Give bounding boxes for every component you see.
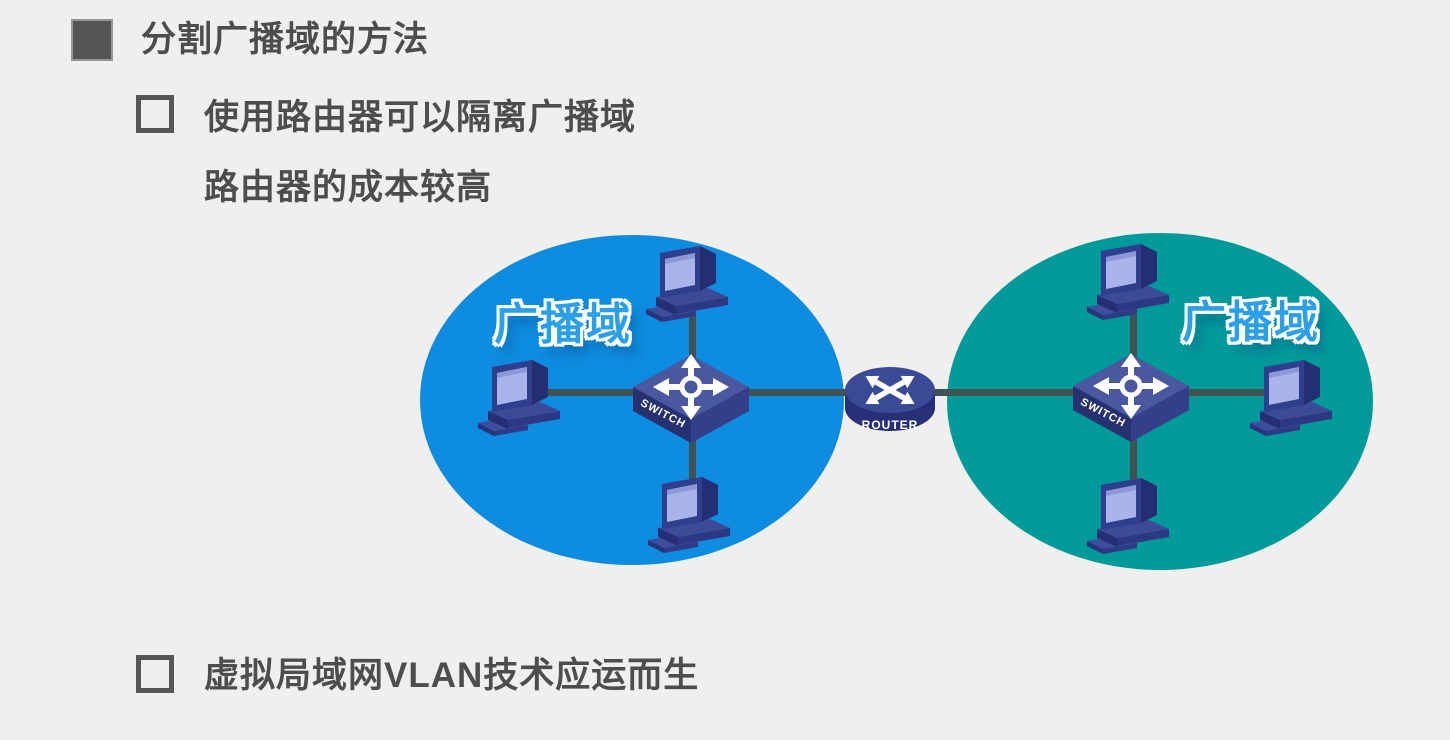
bullet-square-icon <box>136 655 174 693</box>
router-icon: ROUTER <box>845 367 935 432</box>
computer-icon <box>644 235 740 331</box>
computer-icon <box>1085 233 1181 329</box>
computer-icon <box>1085 467 1181 563</box>
router-label: ROUTER <box>862 418 919 432</box>
bullet-square-icon <box>136 95 174 133</box>
domain-label-right: 广播域 <box>1182 298 1320 347</box>
page-title: 分割广播域的方法 <box>141 20 430 59</box>
domain-label-left: 广播域 <box>494 300 632 349</box>
broadcast-domain-left-ellipse <box>420 235 844 565</box>
bullet-item-3: 虚拟局域网VLAN技术应运而生 <box>204 656 700 695</box>
computer-icon <box>646 466 742 562</box>
section-marker-square <box>71 19 113 61</box>
computer-icon <box>1248 349 1344 445</box>
bullet-item-1: 使用路由器可以隔离广播域 <box>204 98 637 137</box>
bullet-item-2: 路由器的成本较高 <box>204 168 493 207</box>
computer-icon <box>476 349 572 445</box>
